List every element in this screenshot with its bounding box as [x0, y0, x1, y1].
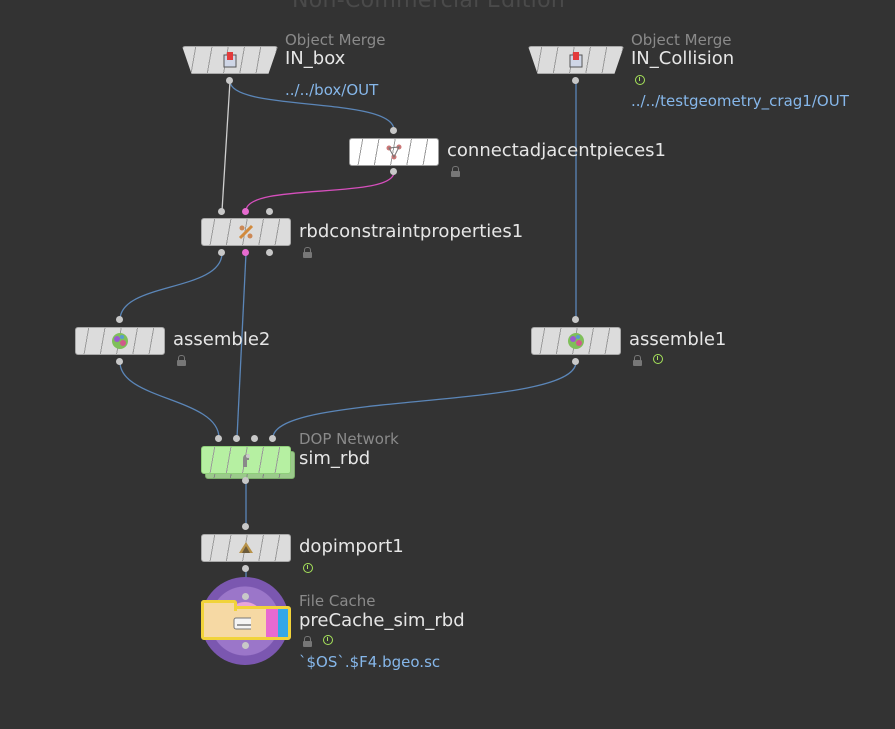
dopimport-body[interactable]: [201, 534, 291, 562]
connect-pieces-icon: [385, 143, 403, 161]
rbd-output-3[interactable]: [266, 249, 273, 256]
assemble-icon: [111, 332, 129, 350]
dopimport-name: dopimport1: [299, 536, 404, 557]
display-flag-icon[interactable]: [653, 354, 663, 364]
lock-icon[interactable]: [303, 636, 312, 647]
wire-assemble2-to-sim: [119, 361, 220, 439]
in-box-output[interactable]: [226, 77, 233, 84]
wire-rbd-to-sim: [236, 252, 247, 439]
in-collision-output[interactable]: [572, 77, 579, 84]
lock-icon[interactable]: [451, 166, 460, 177]
wire-inbox-to-rbd: [221, 80, 231, 212]
lock-icon[interactable]: [633, 355, 642, 366]
dop-import-icon: [237, 539, 255, 557]
assemble2-name: assemble2: [173, 329, 271, 350]
sim-input-3[interactable]: [251, 435, 258, 442]
assemble2-input[interactable]: [116, 316, 123, 323]
sim-input-1[interactable]: [215, 435, 222, 442]
display-flag-icon[interactable]: [303, 563, 313, 573]
precache-path: `$OS`.$F4.bgeo.sc: [299, 653, 441, 671]
wire-assemble1-to-sim: [272, 361, 577, 439]
in-box-type: Object Merge: [285, 31, 386, 49]
assemble1-output[interactable]: [572, 358, 579, 365]
rbd-output-1[interactable]: [218, 249, 225, 256]
rbd-output-2[interactable]: [242, 249, 249, 256]
edition-watermark: Non-Commercial Edition: [292, 0, 566, 13]
connect-body[interactable]: [349, 138, 439, 166]
in-box-name: IN_box: [285, 48, 346, 69]
in-box-body[interactable]: [182, 46, 278, 74]
rbd-name: rbdconstraintproperties1: [299, 221, 524, 242]
wire-rbd-to-assemble2: [119, 252, 223, 321]
sim-output[interactable]: [242, 477, 249, 484]
in-collision-type: Object Merge: [631, 31, 732, 49]
dopimport-output[interactable]: [242, 565, 249, 572]
rbd-input-2[interactable]: [242, 208, 249, 215]
precache-type: File Cache: [299, 592, 376, 610]
rbd-input-1[interactable]: [218, 208, 225, 215]
assemble1-input[interactable]: [572, 316, 579, 323]
object-merge-icon: [221, 51, 239, 69]
assemble-icon: [567, 332, 585, 350]
in-collision-path: ../../testgeometry_crag1/OUT: [631, 92, 849, 110]
sim-type: DOP Network: [299, 430, 399, 448]
rbd-body[interactable]: [201, 218, 291, 246]
in-collision-body[interactable]: [528, 46, 624, 74]
rbd-input-3[interactable]: [266, 208, 273, 215]
in-box-path: ../../box/OUT: [285, 81, 379, 99]
connect-output[interactable]: [390, 168, 397, 175]
in-collision-name: IN_Collision: [631, 48, 735, 69]
assemble2-output[interactable]: [116, 358, 123, 365]
precache-name: preCache_sim_rbd: [299, 610, 465, 631]
connect-name: connectadjacentpieces1: [447, 140, 666, 161]
assemble2-body[interactable]: [75, 327, 165, 355]
dop-network-icon: [237, 451, 255, 469]
file-cache-icon: [233, 614, 251, 632]
connect-input[interactable]: [390, 127, 397, 134]
precache-input[interactable]: [242, 593, 249, 600]
lock-icon[interactable]: [177, 355, 186, 366]
dopimport-input[interactable]: [242, 523, 249, 530]
lock-icon[interactable]: [303, 247, 312, 258]
assemble1-name: assemble1: [629, 329, 727, 350]
sim-name: sim_rbd: [299, 448, 371, 469]
assemble1-body[interactable]: [531, 327, 621, 355]
sim-input-4[interactable]: [269, 435, 276, 442]
constraint-properties-icon: [237, 223, 255, 241]
display-flag-icon[interactable]: [323, 635, 333, 645]
precache-body[interactable]: [201, 600, 291, 640]
sim-input-2[interactable]: [233, 435, 240, 442]
wire-inbox-to-connect: [229, 80, 395, 131]
display-flag-icon[interactable]: [635, 75, 645, 85]
sim-body[interactable]: [201, 446, 291, 474]
precache-output[interactable]: [242, 642, 249, 649]
wire-connect-to-rbd: [245, 171, 395, 212]
object-merge-icon: [567, 51, 585, 69]
